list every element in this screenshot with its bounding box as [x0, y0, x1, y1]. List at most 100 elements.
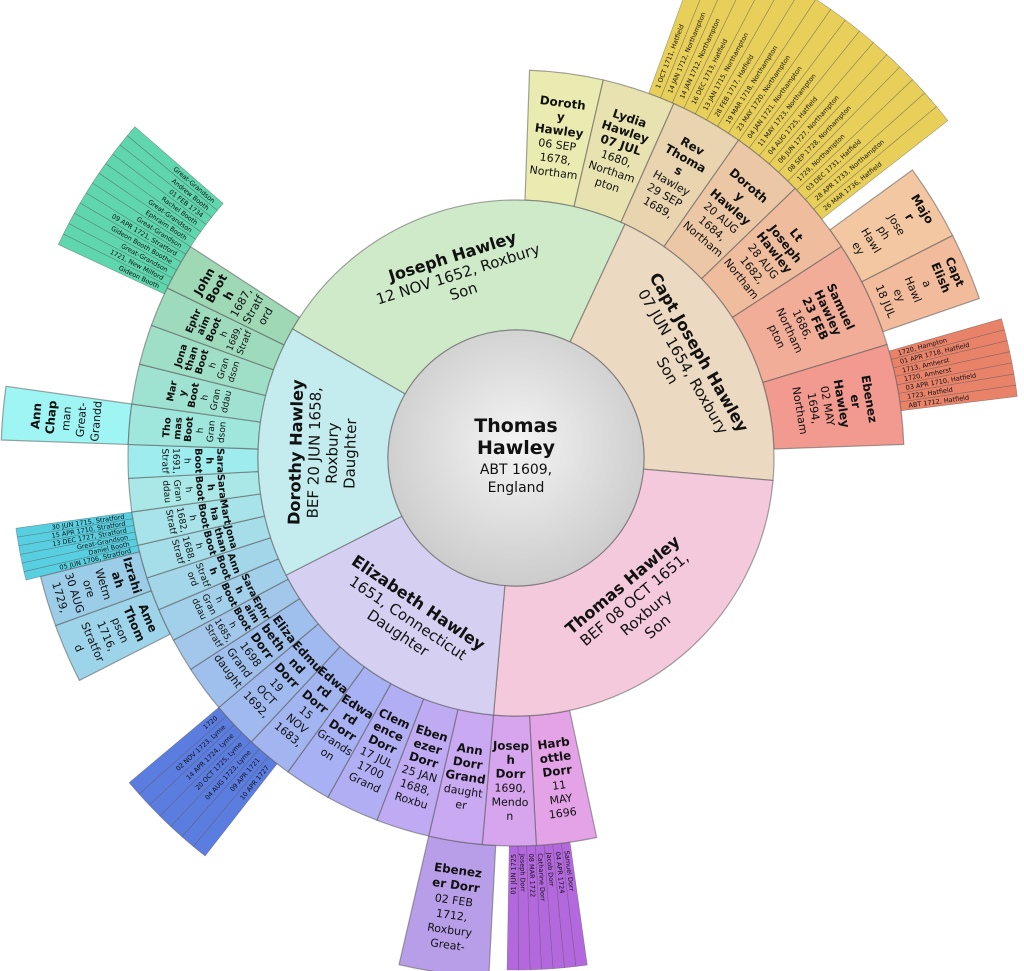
great-grandchild-label-3-line-1: Ann	[28, 402, 44, 429]
great-grandchild-label-5-line-4: ore	[80, 578, 98, 599]
fan-bottom-label-7: 01 JUN 1725	[510, 854, 518, 895]
grandchild-label-1-line-5: 1678,	[539, 150, 572, 167]
grandchild-label-9-line-3: Dorr	[496, 767, 526, 782]
great-grandchild-label-5-line-2: ah	[109, 570, 127, 590]
grandchild-label-10-line-2: Dorr	[452, 754, 484, 773]
grandchild-label-1-line-1: Doroth	[539, 93, 587, 113]
child-label-5-line-4: Daughter	[340, 417, 360, 489]
grandchild-label-7-line-5: 1694,	[805, 392, 823, 425]
great-grandchild-label-4-line-6: d	[71, 642, 86, 654]
grandchild-label-26-line-4: h	[208, 361, 219, 369]
grandchild-label-23-line-3: Boot	[192, 448, 203, 474]
grandchild-label-1-line-3: Hawley	[534, 121, 584, 141]
great-grandchild-label-6-line-4: 1712,	[435, 907, 468, 924]
grandchild-label-21-line-4: h	[186, 514, 197, 521]
grandchild-label-25-line-4: h	[200, 394, 211, 402]
grandchild-label-24-line-5: Gran	[206, 420, 218, 443]
fan-left_top-segment-12[interactable]	[126, 126, 224, 211]
grandchild-label-22-line-5: Gran	[171, 479, 183, 502]
grandchild-label-10-line-5: er	[454, 798, 468, 813]
grandchild-label-24-line-2: mas	[172, 417, 185, 441]
grandchild-label-8-line-5: MAY	[549, 791, 574, 807]
great-grandchild-label-1-line-4: ph	[874, 223, 892, 242]
grandchild-label-23-line-2: h	[203, 457, 214, 464]
grandchild-label-7-line-2: er	[847, 393, 863, 409]
center-name-line1: Thomas	[474, 415, 557, 437]
grandchild-label-8-line-3: Dorr	[542, 762, 573, 780]
svg-text:Jacob Dorr: Jacob Dorr	[545, 851, 556, 887]
grandchild-label-22-line-4: h	[183, 486, 194, 493]
great-grandchild-label-1-line-6: ey	[849, 239, 867, 258]
great-grandchild-label-2-line-5: ey	[890, 287, 907, 305]
great-grandchild-label-6-line-6: Great-	[430, 936, 466, 954]
grandchild-label-18-line-4: h	[213, 595, 224, 604]
grandchild-label-10-line-3: Grand	[444, 767, 486, 787]
grandchild-label-1-line-2: y	[556, 109, 566, 124]
center-circle[interactable]	[387, 329, 645, 587]
grandchild-label-24-line-3: Boot	[183, 416, 196, 443]
great-grandchild-label-2-line-3: a	[919, 278, 934, 289]
grandchild-label-9-line-1: Josep	[492, 738, 529, 753]
grandchild-label-21-line-2: ha	[207, 506, 220, 521]
grandchild-label-8-line-1: Harb	[537, 734, 571, 752]
grandchild-label-27-line-4: h	[219, 330, 230, 339]
grandchild-label-21-line-6: Stratf	[163, 509, 178, 536]
great-grandchild-label-3-line-5: Grandd	[88, 400, 105, 442]
grandchild-label-8-line-4: 11	[551, 778, 567, 793]
great-grandchild-label-3-line-3: man	[59, 406, 74, 431]
svg-text:01 JUN 1725: 01 JUN 1725	[510, 854, 518, 895]
great-grandchild-label-6-line-1: Ebenez	[433, 860, 483, 881]
great-grandchild-label-3-line-2: Chap	[43, 400, 60, 435]
grandchild-label-21-line-5: 1682,	[174, 507, 189, 534]
grandchild-label-8-line-6: 1696	[548, 805, 577, 822]
grandchild-label-22-line-6: ddau	[160, 480, 172, 504]
fan-bottom-label-6: Joseph Dorr	[518, 853, 527, 892]
grandchild-label-23-line-6: Stratf	[159, 448, 169, 474]
grandchild-label-9-line-4: 1690,	[494, 782, 526, 796]
grandchild-label-25-line-3: Boot	[186, 382, 202, 409]
fan-bottom-label-3: Jacob Dorr	[545, 851, 556, 887]
grandchild-label-24-line-6: dson	[217, 421, 229, 443]
grandchild-label-10-line-1: Ann	[456, 740, 484, 758]
grandchild-label-21-line-3: Boot	[195, 502, 211, 529]
great-grandchild-label-6-line-2: er Dorr	[431, 875, 480, 896]
great-grandchild-label-3-line-4: Great-	[74, 402, 90, 438]
grandchild-label-9-line-6: n	[506, 810, 513, 823]
grandchild-label-24-line-4: h	[196, 427, 206, 434]
grandchild-label-20-line-4: h	[193, 542, 204, 550]
fan-bottom-label-5: 08 MAR 1722	[527, 854, 537, 898]
child-label-5-line-1: Dorothy Hawley	[284, 379, 307, 526]
grandchild-label-25-line-1: Mar	[165, 380, 180, 403]
grandchild-label-23-line-5: 1691,	[170, 448, 180, 474]
grandchild-label-19-line-5: ord	[185, 571, 200, 588]
child-label-5-line-2: BEF 20 JUN 1658,	[304, 387, 325, 519]
center-node[interactable]: Thomas Hawley ABT 1609, England	[387, 329, 645, 587]
great-grandchild-label-6-line-5: Roxbury	[426, 921, 473, 940]
grandchild-label-25-line-2: y	[177, 389, 189, 398]
grandchild-label-25-line-5: Gran	[209, 388, 223, 411]
fan-bottom-label-4: Catharine Dorr	[536, 853, 547, 902]
svg-text:08 MAR 1722: 08 MAR 1722	[527, 854, 537, 898]
grandchild-label-9-line-2: h	[506, 753, 515, 767]
grandchild-label-9-line-5: Mendo	[491, 795, 528, 809]
grandchild-label-10-line-4: daught	[443, 782, 484, 801]
